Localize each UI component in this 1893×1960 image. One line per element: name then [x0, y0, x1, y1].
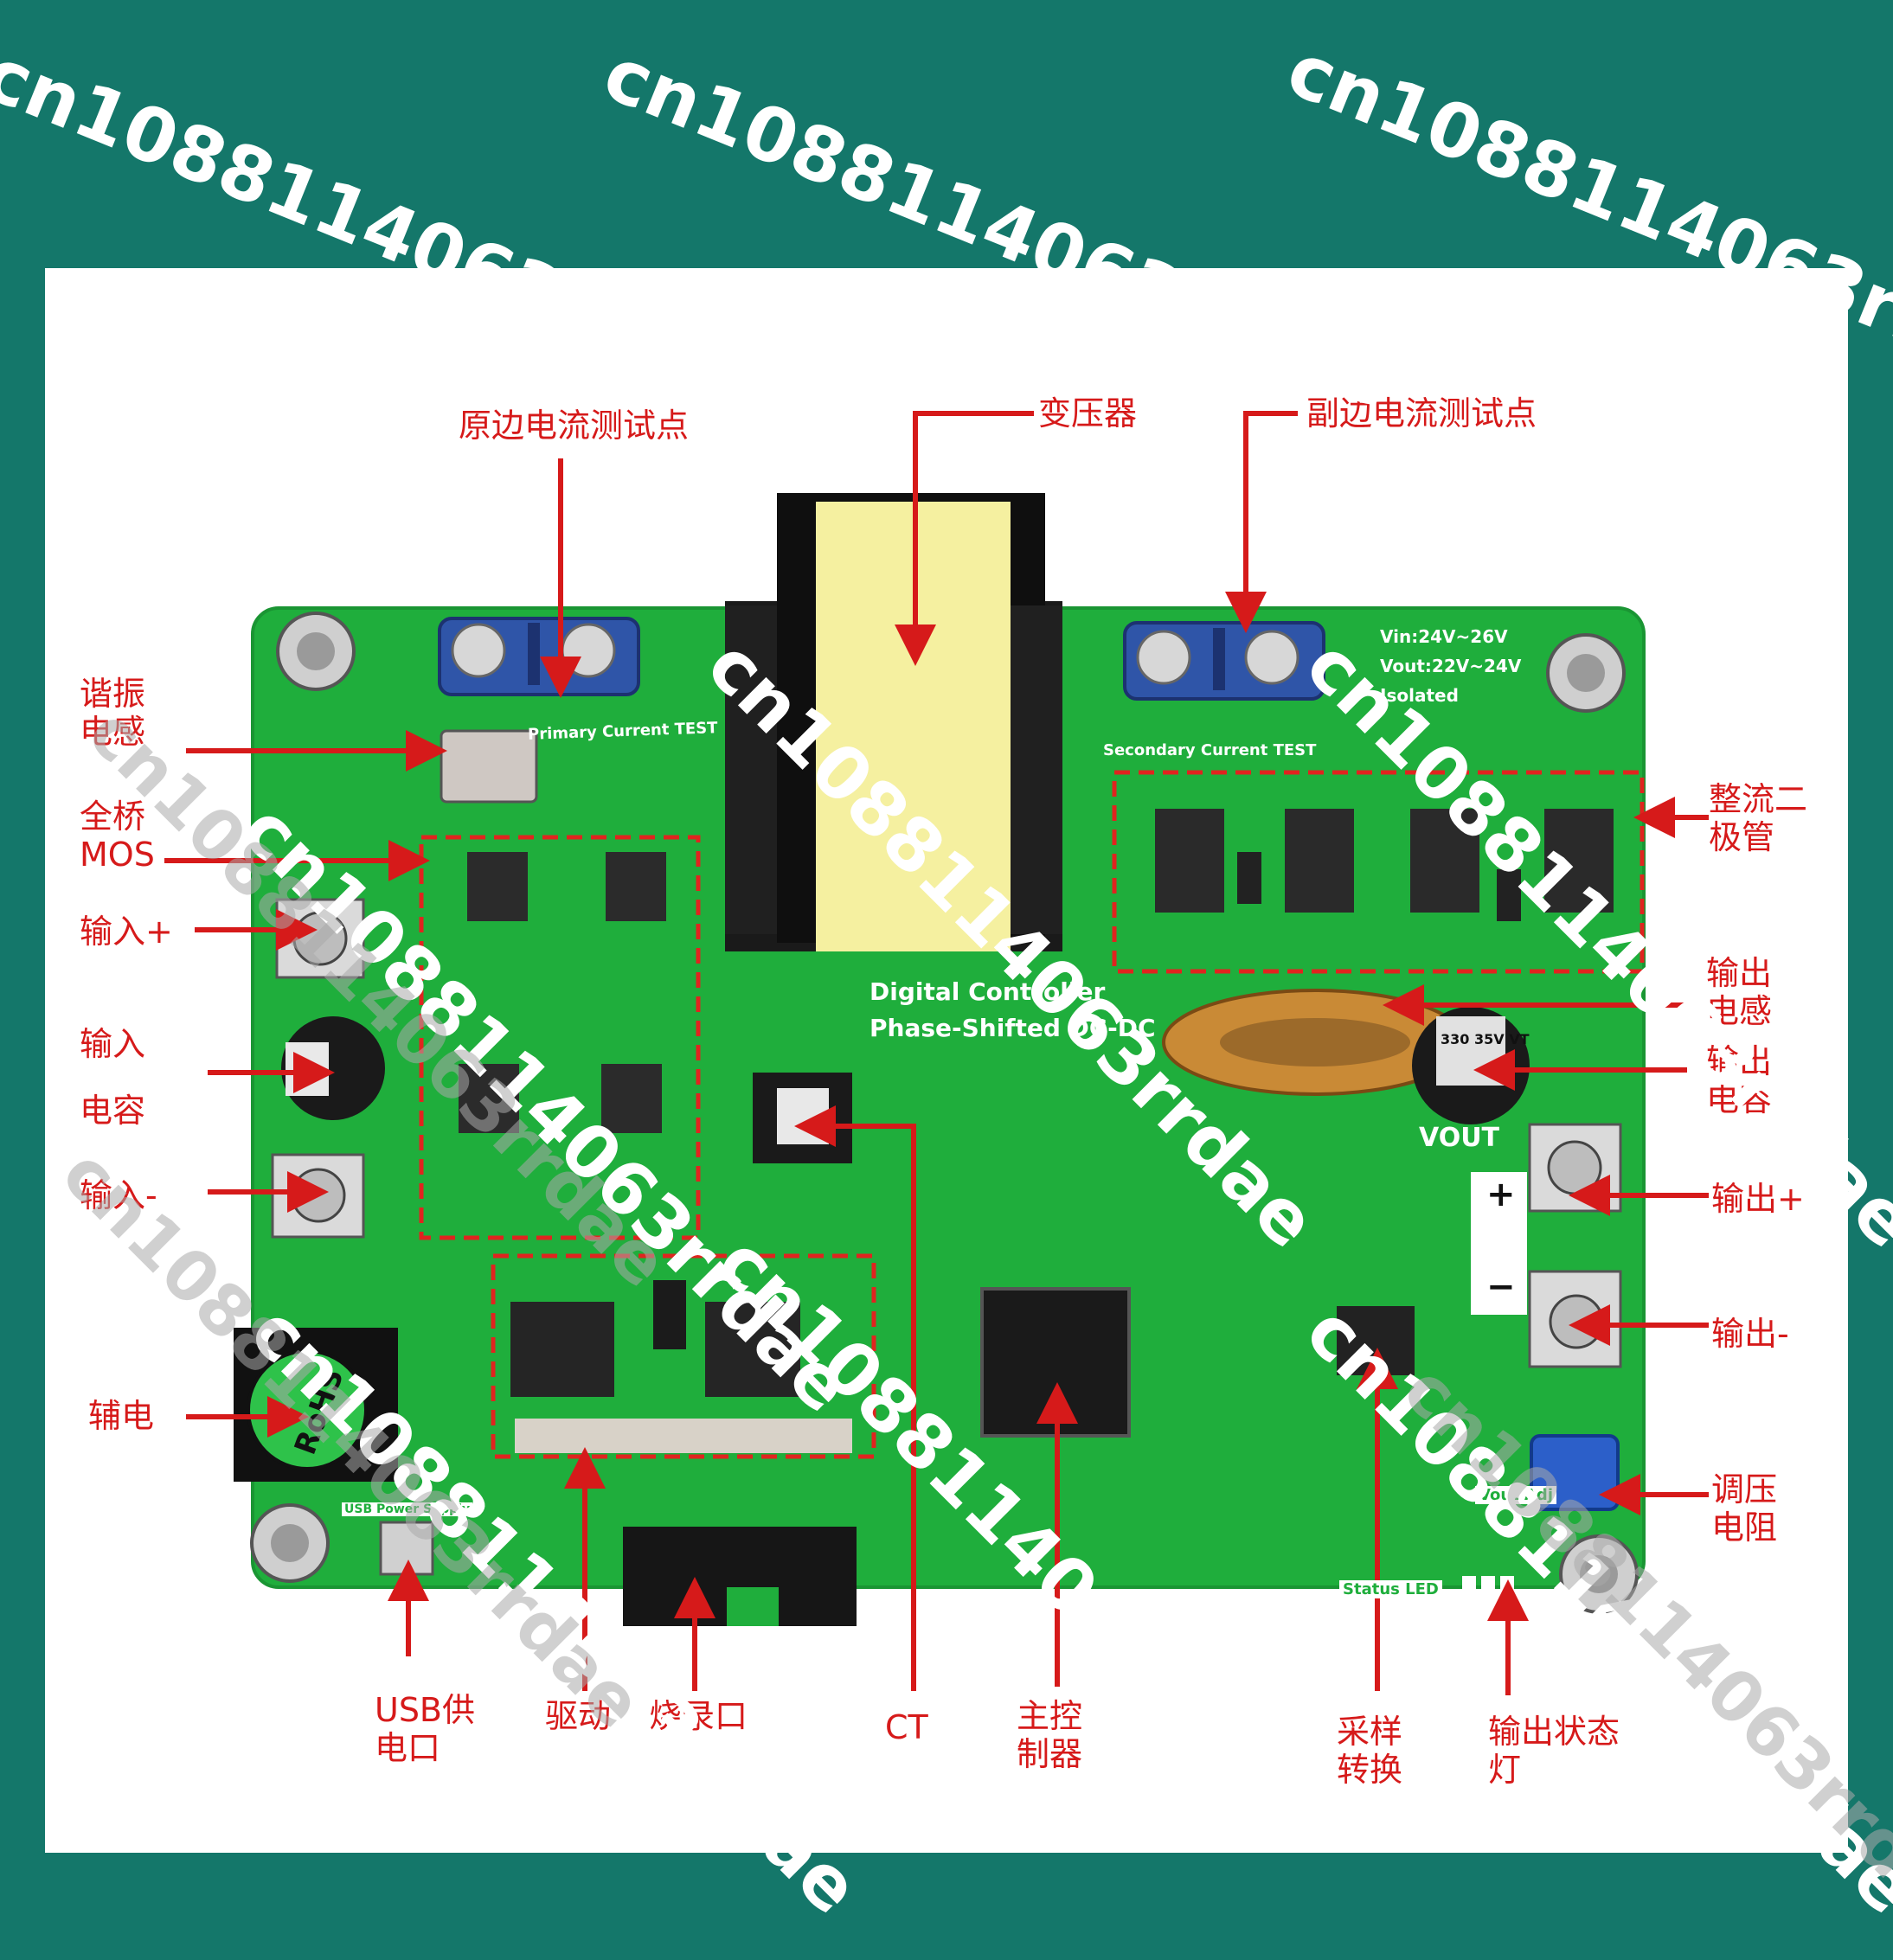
annotation-arrows — [164, 411, 1709, 1695]
full-bridge-mosfets — [459, 852, 666, 1133]
label-resonant-inductor: 谐振 电感 — [80, 675, 146, 751]
rectifier-diodes — [1155, 809, 1614, 921]
arrow-secondary-tp — [1225, 411, 1298, 633]
label-status-led: 输出状态 灯 — [1488, 1713, 1620, 1789]
label-driver: 驱动 — [545, 1697, 612, 1735]
label-transformer: 变压器 — [1038, 394, 1138, 432]
label-ct: CT — [885, 1708, 928, 1746]
pcb-spec-3: Isolated — [1380, 685, 1459, 706]
label-secondary-current-tp: 副边电流测试点 — [1306, 394, 1537, 432]
label-input-cap-2: 电容 — [80, 1092, 146, 1130]
mounting-screw-tl — [276, 612, 356, 691]
programming-header — [623, 1527, 857, 1626]
label-primary-current-tp: 原边电流测试点 — [459, 407, 690, 445]
label-output-minus: 输出- — [1711, 1315, 1789, 1353]
mounting-screw-bl — [250, 1503, 330, 1583]
pcb-title-1: Digital Controller — [869, 977, 1106, 1006]
label-output-cap: 输出 电容 — [1706, 1042, 1773, 1118]
output-polarity-block — [1471, 1172, 1527, 1315]
label-input-cap-1: 输入 — [80, 1025, 146, 1063]
pcb-status-led-label: Status LED — [1339, 1580, 1442, 1598]
pcb-secondary-test-label: Secondary Current TEST — [1103, 741, 1317, 759]
pcb-photo — [164, 411, 1709, 1695]
pcb-vout-adj-label: Vout Adj — [1475, 1486, 1556, 1504]
resonant-inductor — [440, 729, 538, 804]
label-rectifier-diode: 整流二 极管 — [1709, 780, 1808, 856]
input-minus-terminal — [271, 1153, 365, 1239]
label-aux-power: 辅电 — [88, 1397, 155, 1435]
status-leds — [1462, 1576, 1514, 1592]
label-program-port: 烧录口 — [649, 1697, 748, 1735]
output-capacitor — [1412, 1007, 1530, 1124]
arrow-ct — [794, 1105, 916, 1691]
current-transformer — [753, 1073, 852, 1163]
pcb-cap-marking: 330 35V VT — [1441, 1031, 1530, 1047]
pcb-spec-2: Vout:22V~24V — [1380, 656, 1522, 676]
label-adjust-resistor: 调压 电阻 — [1711, 1470, 1778, 1547]
primary-current-terminal — [438, 617, 640, 696]
label-full-bridge-mos: 全桥 MOS — [80, 797, 155, 874]
pcb-spec-1: Vin:24V~26V — [1380, 626, 1508, 647]
pcb-title-2: Phase-Shifted DC-DC — [869, 1014, 1156, 1042]
output-minus-terminal — [1528, 1270, 1622, 1368]
label-main-controller: 主控 制器 — [1017, 1697, 1083, 1773]
mounting-screw-tr — [1546, 633, 1626, 713]
pcb-vout-label: VOUT — [1419, 1123, 1500, 1153]
secondary-current-terminal — [1123, 621, 1325, 701]
label-sampling: 采样 转换 — [1337, 1713, 1403, 1789]
label-input-plus: 输入+ — [80, 913, 173, 951]
mounting-screw-br — [1559, 1534, 1639, 1614]
pcb-usb-supply-label: USB Power Supply — [342, 1502, 473, 1516]
label-usb-power: USB供 电口 — [375, 1691, 476, 1767]
transformer — [725, 493, 1062, 951]
arrow-transformer — [895, 411, 1034, 666]
pcb-minus-sign: − — [1486, 1267, 1516, 1307]
pcb-plus-sign: + — [1486, 1175, 1516, 1214]
label-input-minus: 输入- — [80, 1176, 157, 1214]
label-output-inductor: 输出 电感 — [1706, 954, 1773, 1030]
driver-chips — [510, 1280, 852, 1453]
label-output-plus: 输出+ — [1711, 1180, 1805, 1218]
